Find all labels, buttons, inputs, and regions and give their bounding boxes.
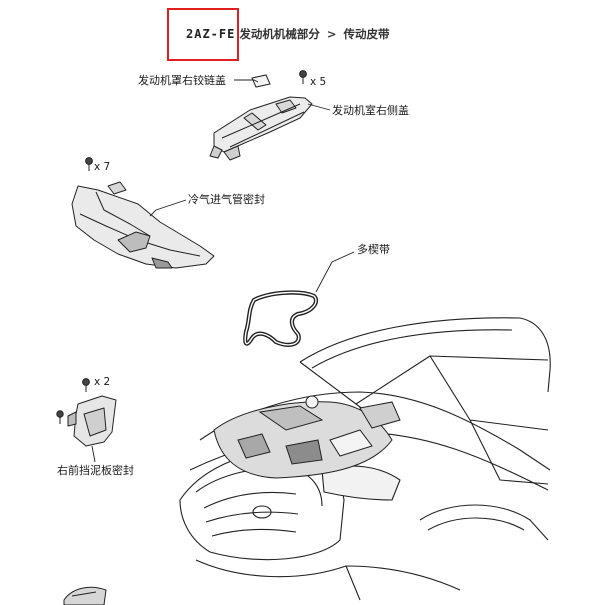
label-fender-seal: 右前挡泥板密封 <box>57 464 134 477</box>
breadcrumb-separator: > <box>326 27 337 41</box>
label-v-ribbed-belt: 多楔带 <box>357 243 390 256</box>
v-ribbed-belt-part <box>243 290 319 347</box>
qty-side-cover-clips: x 5 <box>310 76 327 88</box>
label-cool-air-intake-seal: 冷气进气管密封 <box>188 193 265 206</box>
clip-icon <box>85 157 93 171</box>
section-title: 发动机机械部分 <box>239 27 320 41</box>
engine-room-side-cover-part <box>209 96 313 161</box>
qty-intake-seal-clips: x 7 <box>94 161 111 173</box>
label-engine-room-side-cover: 发动机室右侧盖 <box>332 104 409 117</box>
engine-code: 2AZ-FE <box>186 27 236 41</box>
clip-icon <box>299 70 307 84</box>
engine-bay <box>213 395 401 479</box>
leader-lines <box>91 79 355 463</box>
subsection-title: 传动皮带 <box>343 27 390 41</box>
label-hood-hinge-cover: 发动机罩右铰链盖 <box>138 74 226 87</box>
clip-icon <box>82 378 90 392</box>
fender-seal-part <box>67 395 117 447</box>
page-title: 2AZ-FE 发动机机械部分 > 传动皮带 <box>186 26 390 44</box>
clip-icon <box>56 410 64 424</box>
hood-hinge-cover-part <box>251 74 271 88</box>
qty-fender-seal-clips: x 2 <box>94 376 111 388</box>
bottom-partial-part <box>63 586 107 605</box>
cool-air-intake-seal-part <box>71 181 215 269</box>
